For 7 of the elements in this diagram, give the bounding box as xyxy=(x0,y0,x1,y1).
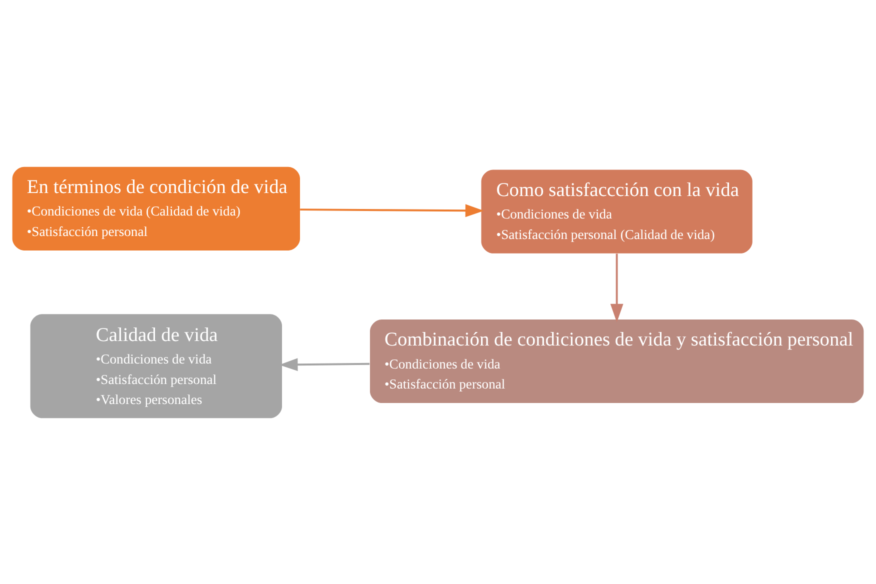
arrow xyxy=(610,253,624,322)
node-box: Combinación de condiciones de vida y satisfacción personal •Condiciones de vida •Satisfacción personal xyxy=(370,318,864,403)
node-box: Como satisfaccción con la vida •Condiciones de vida •Satisfacción personal (Calidad de vida) xyxy=(481,169,752,253)
node-box: En términos de condición de vida •Condiciones de vida (Calidad de vida) •Satisfacción personal xyxy=(12,166,300,250)
arrow xyxy=(300,204,484,217)
node-box: Calidad de vida •Condiciones de vida •Satisfacción personal •Valores personales xyxy=(30,314,282,418)
arrow xyxy=(279,358,370,371)
